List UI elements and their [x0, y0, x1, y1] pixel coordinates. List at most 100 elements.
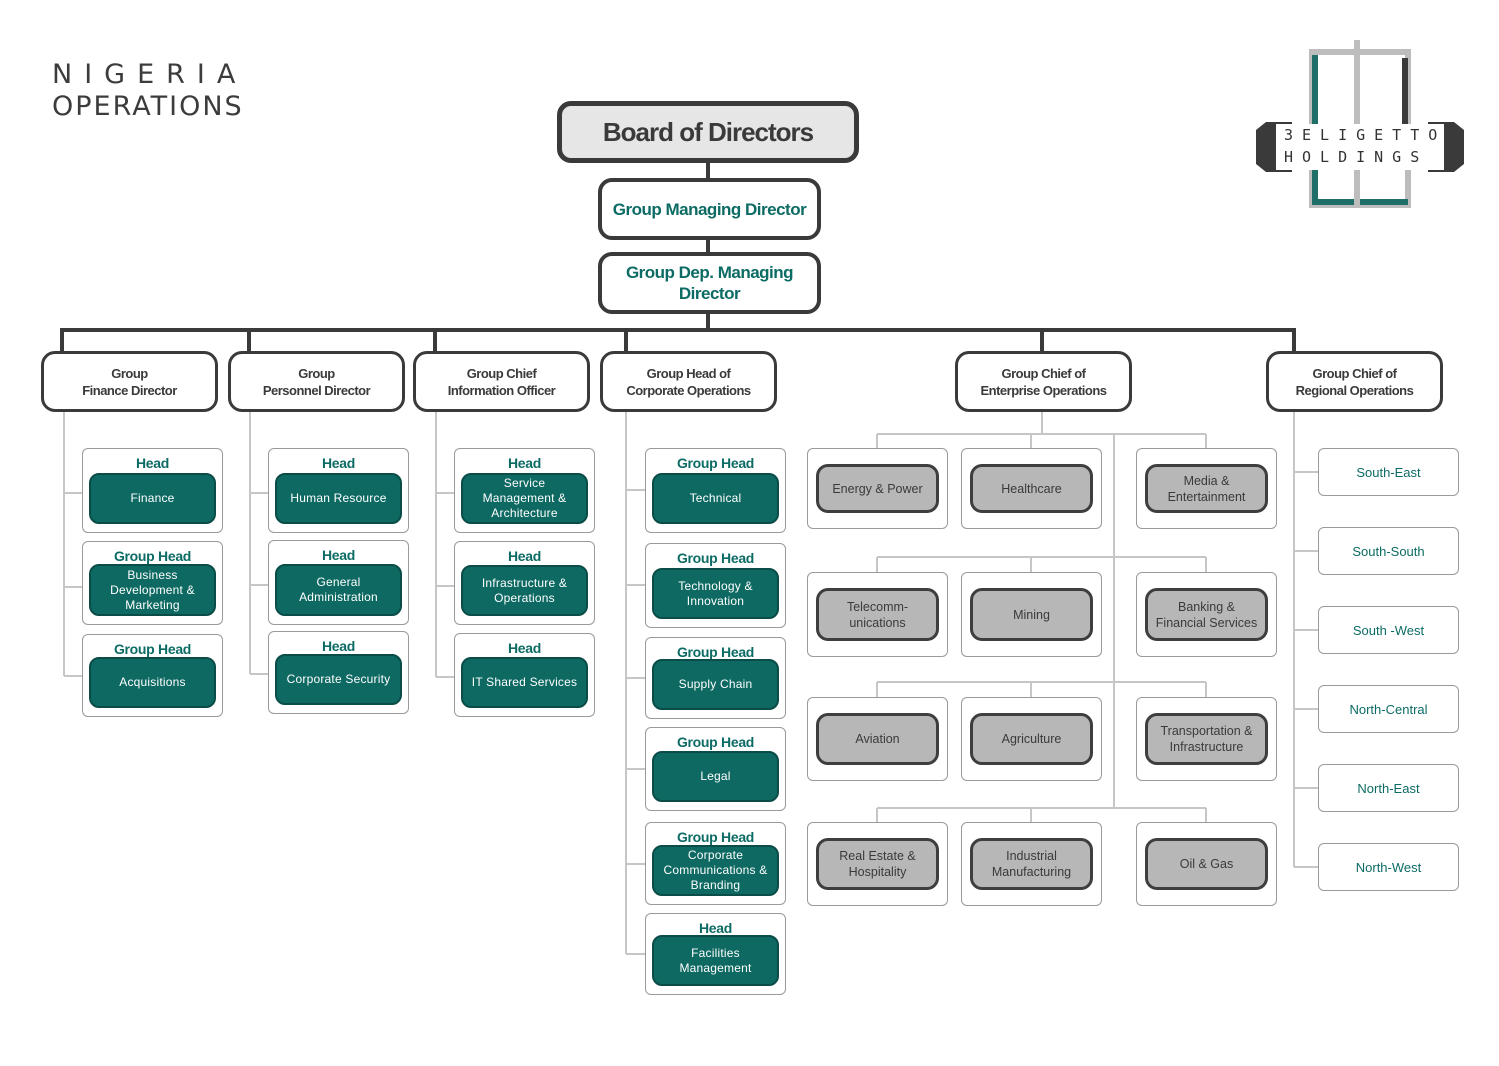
department-head-title: Group Head	[676, 644, 755, 660]
sector-card: Agriculture	[961, 697, 1102, 781]
director-title-line2: Enterprise Operations	[980, 382, 1107, 398]
region-card: South-East	[1318, 448, 1459, 496]
department-name: Finance	[89, 473, 216, 524]
sector-name: Aviation	[816, 713, 939, 765]
board-of-directors-label: Board of Directors	[602, 116, 814, 147]
sector-name: Energy & Power	[816, 464, 939, 513]
director-title-line2: Finance Director	[82, 382, 177, 398]
page-title-line1: NIGERIA	[52, 59, 248, 90]
department-head-title: Head	[321, 638, 356, 654]
department-name: Business Development & Marketing	[89, 564, 216, 616]
sector-card: Media & Entertainment	[1136, 448, 1277, 529]
department-head-title: Group Head	[113, 641, 192, 657]
group-managing-director-label: Group Managing Director	[612, 199, 807, 219]
director-title-line1: Group Chief of	[1312, 365, 1398, 381]
sector-card: Transportation & Infrastructure	[1136, 697, 1277, 781]
region-card: South-South	[1318, 527, 1459, 575]
region-card: North-East	[1318, 764, 1459, 812]
sector-card: Real Estate & Hospitality	[807, 822, 948, 906]
director-title-line1: Group Chief	[466, 365, 537, 381]
sector-name: Transportation & Infrastructure	[1145, 713, 1268, 765]
department-name: Acquisitions	[89, 657, 216, 708]
director-title-line1: Group	[298, 365, 335, 381]
department-name: Human Resource	[275, 473, 402, 524]
sector-name: Banking & Financial Services	[1145, 588, 1268, 641]
department-name: Corporate Security	[275, 654, 402, 705]
sector-card: Healthcare	[961, 448, 1102, 529]
sector-card: Aviation	[807, 697, 948, 781]
logo-text-line2: HOLDINGS	[1284, 148, 1429, 166]
department-head-title: Group Head	[676, 455, 755, 471]
department-name: Technical	[652, 473, 779, 524]
department-name: Service Management & Architecture	[461, 473, 588, 524]
department-head-title: Group Head	[676, 734, 755, 750]
sector-card: Energy & Power	[807, 448, 948, 529]
region-card: South -West	[1318, 606, 1459, 654]
sector-name: Agriculture	[970, 713, 1093, 765]
director-title-line1: Group Head of	[646, 365, 731, 381]
department-name: Facilities Management	[652, 935, 779, 986]
department-head-title: Head	[135, 455, 170, 471]
logo-mark-icon	[1256, 40, 1464, 208]
logo-text-line1: 3ELIGETTO	[1284, 126, 1447, 144]
director-title-line2: Corporate Operations	[626, 382, 751, 398]
department-name: IT Shared Services	[461, 657, 588, 708]
sector-name: Media & Entertainment	[1145, 464, 1268, 513]
sector-card: Mining	[961, 572, 1102, 657]
department-name: Technology & Innovation	[652, 568, 779, 619]
director-title-line2: Information Officer	[447, 382, 556, 398]
department-head-title: Head	[321, 455, 356, 471]
director-title-line1: Group	[111, 365, 148, 381]
sector-card: Banking & Financial Services	[1136, 572, 1277, 657]
sector-name: Healthcare	[970, 464, 1093, 513]
group-managing-director-box: Group Managing Director	[598, 178, 821, 240]
department-head-title: Head	[507, 640, 542, 656]
department-head-title: Head	[321, 547, 356, 563]
sector-name: Industrial Manufacturing	[970, 838, 1093, 890]
director-title-line2: Regional Operations	[1295, 382, 1414, 398]
sector-name: Oil & Gas	[1145, 838, 1268, 890]
sector-name: Real Estate & Hospitality	[816, 838, 939, 890]
director-title-line2: Personnel Director	[262, 382, 371, 398]
company-logo: 3ELIGETTO HOLDINGS	[1252, 38, 1468, 210]
page-title: NIGERIA OPERATIONS	[52, 60, 247, 124]
board-of-directors-box: Board of Directors	[557, 101, 859, 163]
group-deputy-managing-director-label: Group Dep. Managing Director	[625, 263, 794, 303]
department-head-title: Head	[698, 920, 733, 936]
department-head-title: Group Head	[676, 550, 755, 566]
department-name: Infrastructure & Operations	[461, 565, 588, 616]
department-head-title: Head	[507, 548, 542, 564]
department-head-title: Group Head	[113, 548, 192, 564]
sector-name: Telecomm- unications	[816, 588, 939, 641]
department-name: Legal	[652, 751, 779, 802]
department-name: General Administration	[275, 564, 402, 616]
sector-name: Mining	[970, 588, 1093, 641]
department-head-title: Group Head	[676, 829, 755, 845]
region-card: North-Central	[1318, 685, 1459, 733]
region-card: North-West	[1318, 843, 1459, 891]
sector-card: Industrial Manufacturing	[961, 822, 1102, 906]
page-title-line2: OPERATIONS	[52, 91, 244, 122]
department-head-title: Head	[507, 455, 542, 471]
group-deputy-managing-director-box: Group Dep. Managing Director	[598, 252, 821, 314]
